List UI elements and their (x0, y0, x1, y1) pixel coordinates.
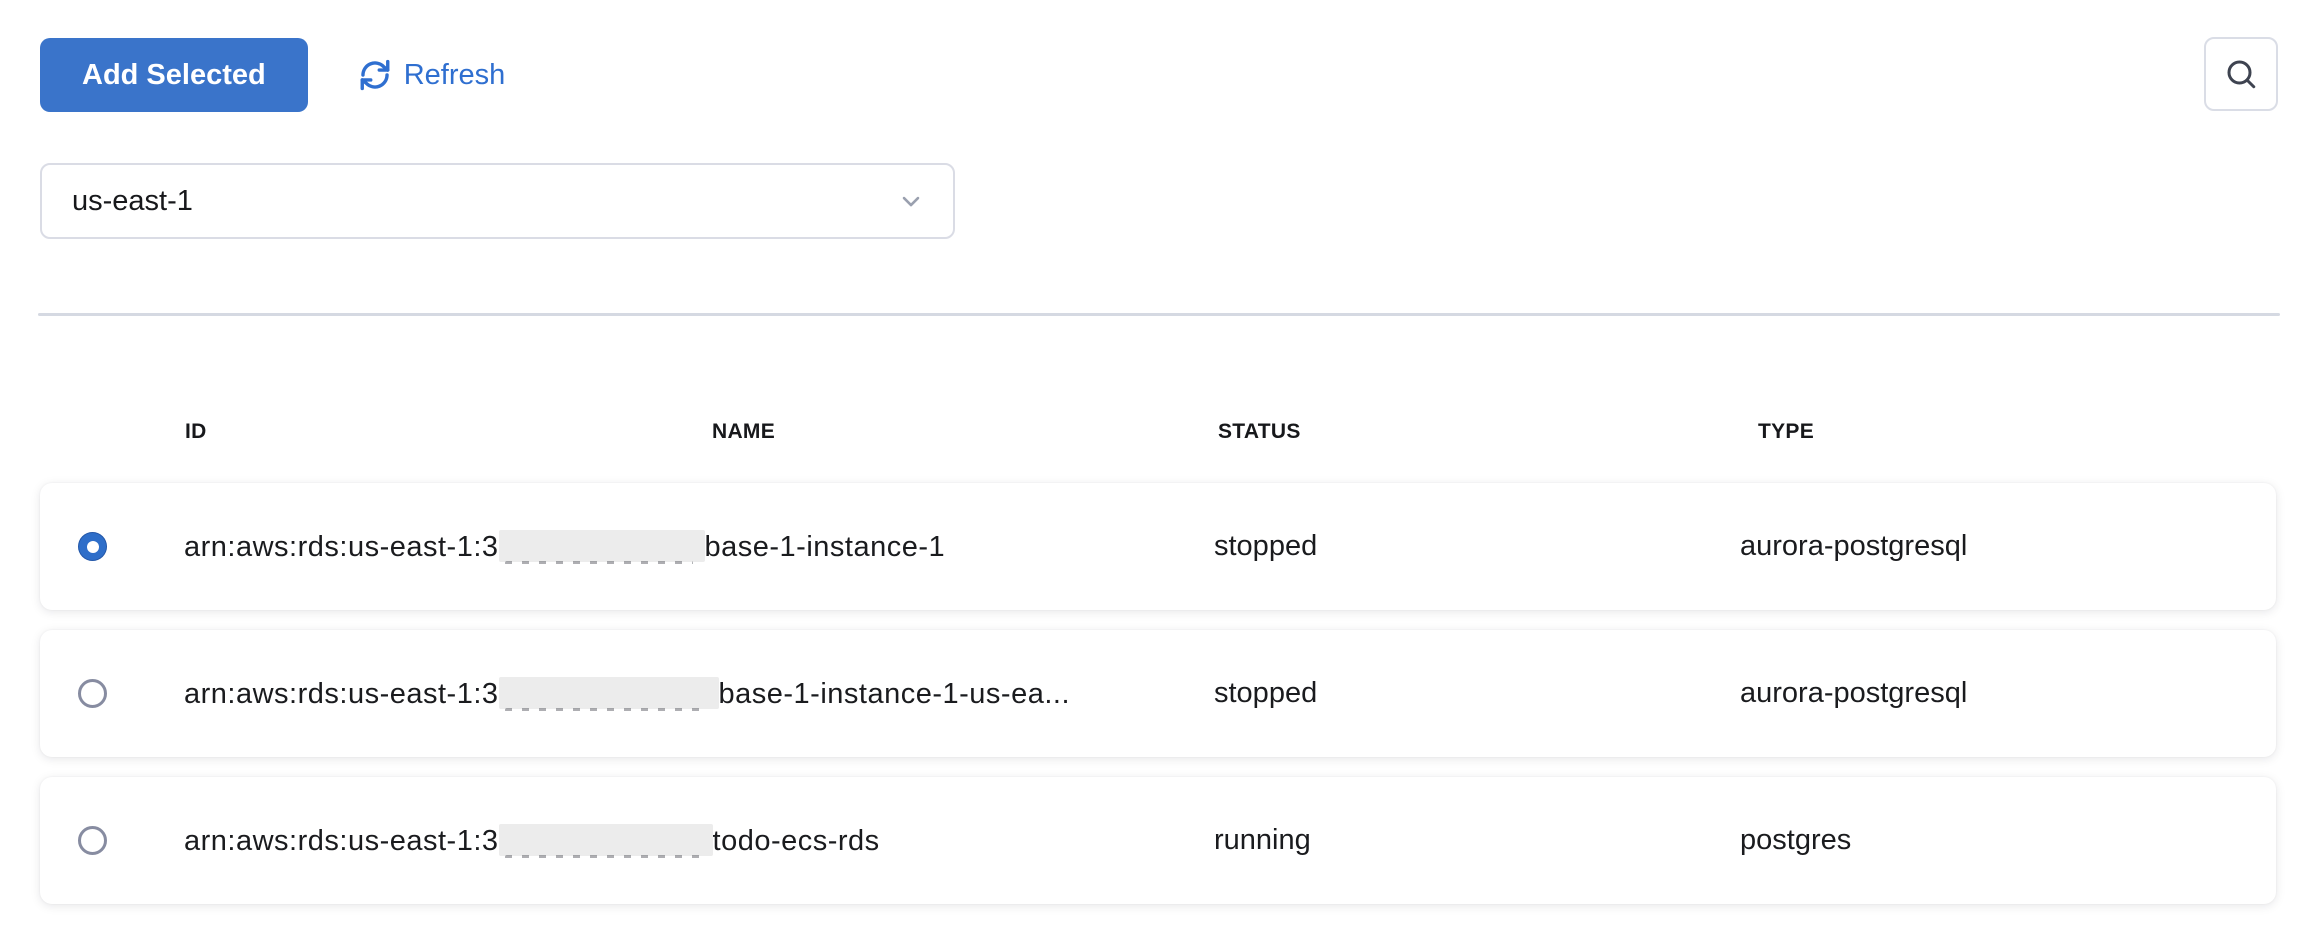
radio-unselected[interactable] (78, 826, 107, 855)
instance-type: aurora-postgresql (1740, 677, 1968, 709)
instance-id-suffix: todo-ecs-rds (712, 824, 880, 857)
instance-list: arn:aws:rds:us-east-1:3 base-1-instance-1… (40, 483, 2278, 904)
redacted-account-id (498, 529, 705, 564)
radio-unselected[interactable] (78, 679, 107, 708)
add-selected-button[interactable]: Add Selected (40, 38, 308, 112)
table-header: ID NAME STATUS TYPE (40, 420, 2278, 448)
instance-row[interactable]: arn:aws:rds:us-east-1:3 base-1-instance-1… (40, 483, 2276, 610)
instance-id-suffix: base-1-instance-1 (704, 530, 946, 563)
instance-id-prefix: arn:aws:rds:us-east-1:3 (184, 677, 499, 710)
instance-id-suffix: base-1-instance-1-us-ea... (718, 677, 1071, 710)
region-select-value: us-east-1 (72, 184, 193, 217)
instance-id-prefix: arn:aws:rds:us-east-1:3 (184, 530, 499, 563)
column-header-id: ID (185, 420, 207, 443)
search-icon (2223, 56, 2259, 92)
instance-row[interactable]: arn:aws:rds:us-east-1:3 todo-ecs-rds runn… (40, 777, 2276, 904)
column-header-type: TYPE (1758, 420, 1815, 443)
instance-type: aurora-postgresql (1740, 530, 1968, 562)
refresh-label: Refresh (403, 58, 506, 91)
refresh-icon (358, 58, 392, 92)
redacted-account-id (498, 823, 713, 858)
column-header-status: STATUS (1218, 420, 1301, 443)
section-divider (38, 313, 2280, 316)
chevron-down-icon (897, 187, 925, 215)
redacted-account-id (498, 676, 719, 711)
instance-id-cell: arn:aws:rds:us-east-1:3 base-1-instance-1… (184, 676, 1214, 711)
instance-id-prefix: arn:aws:rds:us-east-1:3 (184, 824, 499, 857)
region-select[interactable]: us-east-1 (40, 163, 955, 239)
search-button[interactable] (2204, 37, 2278, 111)
instance-row[interactable]: arn:aws:rds:us-east-1:3 base-1-instance-1… (40, 630, 2276, 757)
instance-status: running (1214, 824, 1311, 856)
instance-status: stopped (1214, 677, 1318, 709)
instance-id-cell: arn:aws:rds:us-east-1:3 todo-ecs-rds (184, 823, 1214, 858)
radio-selected[interactable] (78, 532, 107, 561)
instance-status: stopped (1214, 530, 1318, 562)
refresh-button[interactable]: Refresh (358, 58, 506, 92)
toolbar: Add Selected Refresh (40, 37, 2278, 112)
column-header-name: NAME (712, 420, 776, 443)
instance-type: postgres (1740, 824, 1852, 856)
instance-id-cell: arn:aws:rds:us-east-1:3 base-1-instance-1 (184, 529, 1214, 564)
